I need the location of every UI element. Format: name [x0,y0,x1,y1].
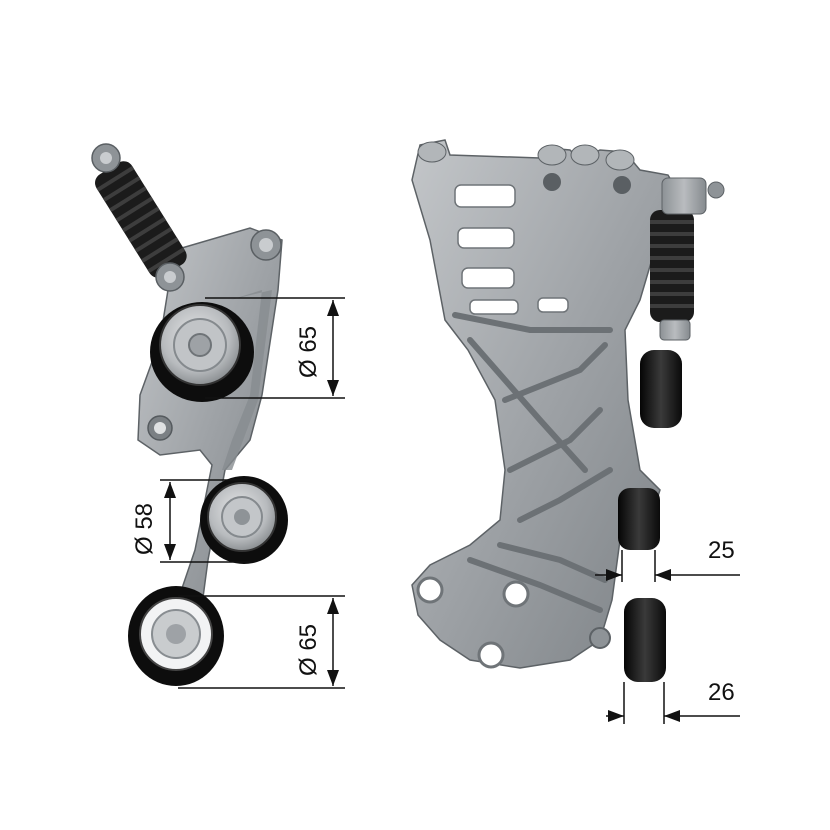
pulley-middle [200,476,288,564]
bracket-window-4 [469,299,519,315]
bracket-window-2 [457,227,515,249]
dim-label-bottom-diameter: Ø 65 [295,624,322,676]
right-bracket-assembly [411,139,725,682]
mount-hole-2 [502,580,530,608]
bracket-window-1 [454,184,516,208]
right-damper-bellows [650,177,725,341]
dim-label-upper-width: 25 [708,537,735,564]
dim-label-middle-diameter: Ø 58 [131,503,158,555]
dim-label-top-diameter: Ø 65 [295,326,322,378]
bracket-ribs [452,312,613,613]
boss-3 [570,144,600,166]
left-tensioner-assembly [91,143,288,686]
pulley-bottom [128,586,224,686]
dim-label-lower-width: 26 [708,679,735,706]
mount-hole-3 [477,641,505,669]
bracket-window-3 [461,267,515,289]
bracket-window-5 [537,297,569,313]
boss-4 [605,149,635,171]
side-pulley-lower [624,598,666,682]
side-pulley-upper-b [618,488,660,550]
mount-hole-4 [589,627,611,649]
pulley-top [150,302,254,402]
dimension-arrows [164,300,680,722]
tensioner-arm-web [222,290,272,470]
side-pulley-upper-a [640,350,682,428]
mount-hole-1 [416,576,444,604]
boss-1 [417,141,447,163]
damper-bellows [95,161,187,278]
boss-2 [537,144,567,166]
